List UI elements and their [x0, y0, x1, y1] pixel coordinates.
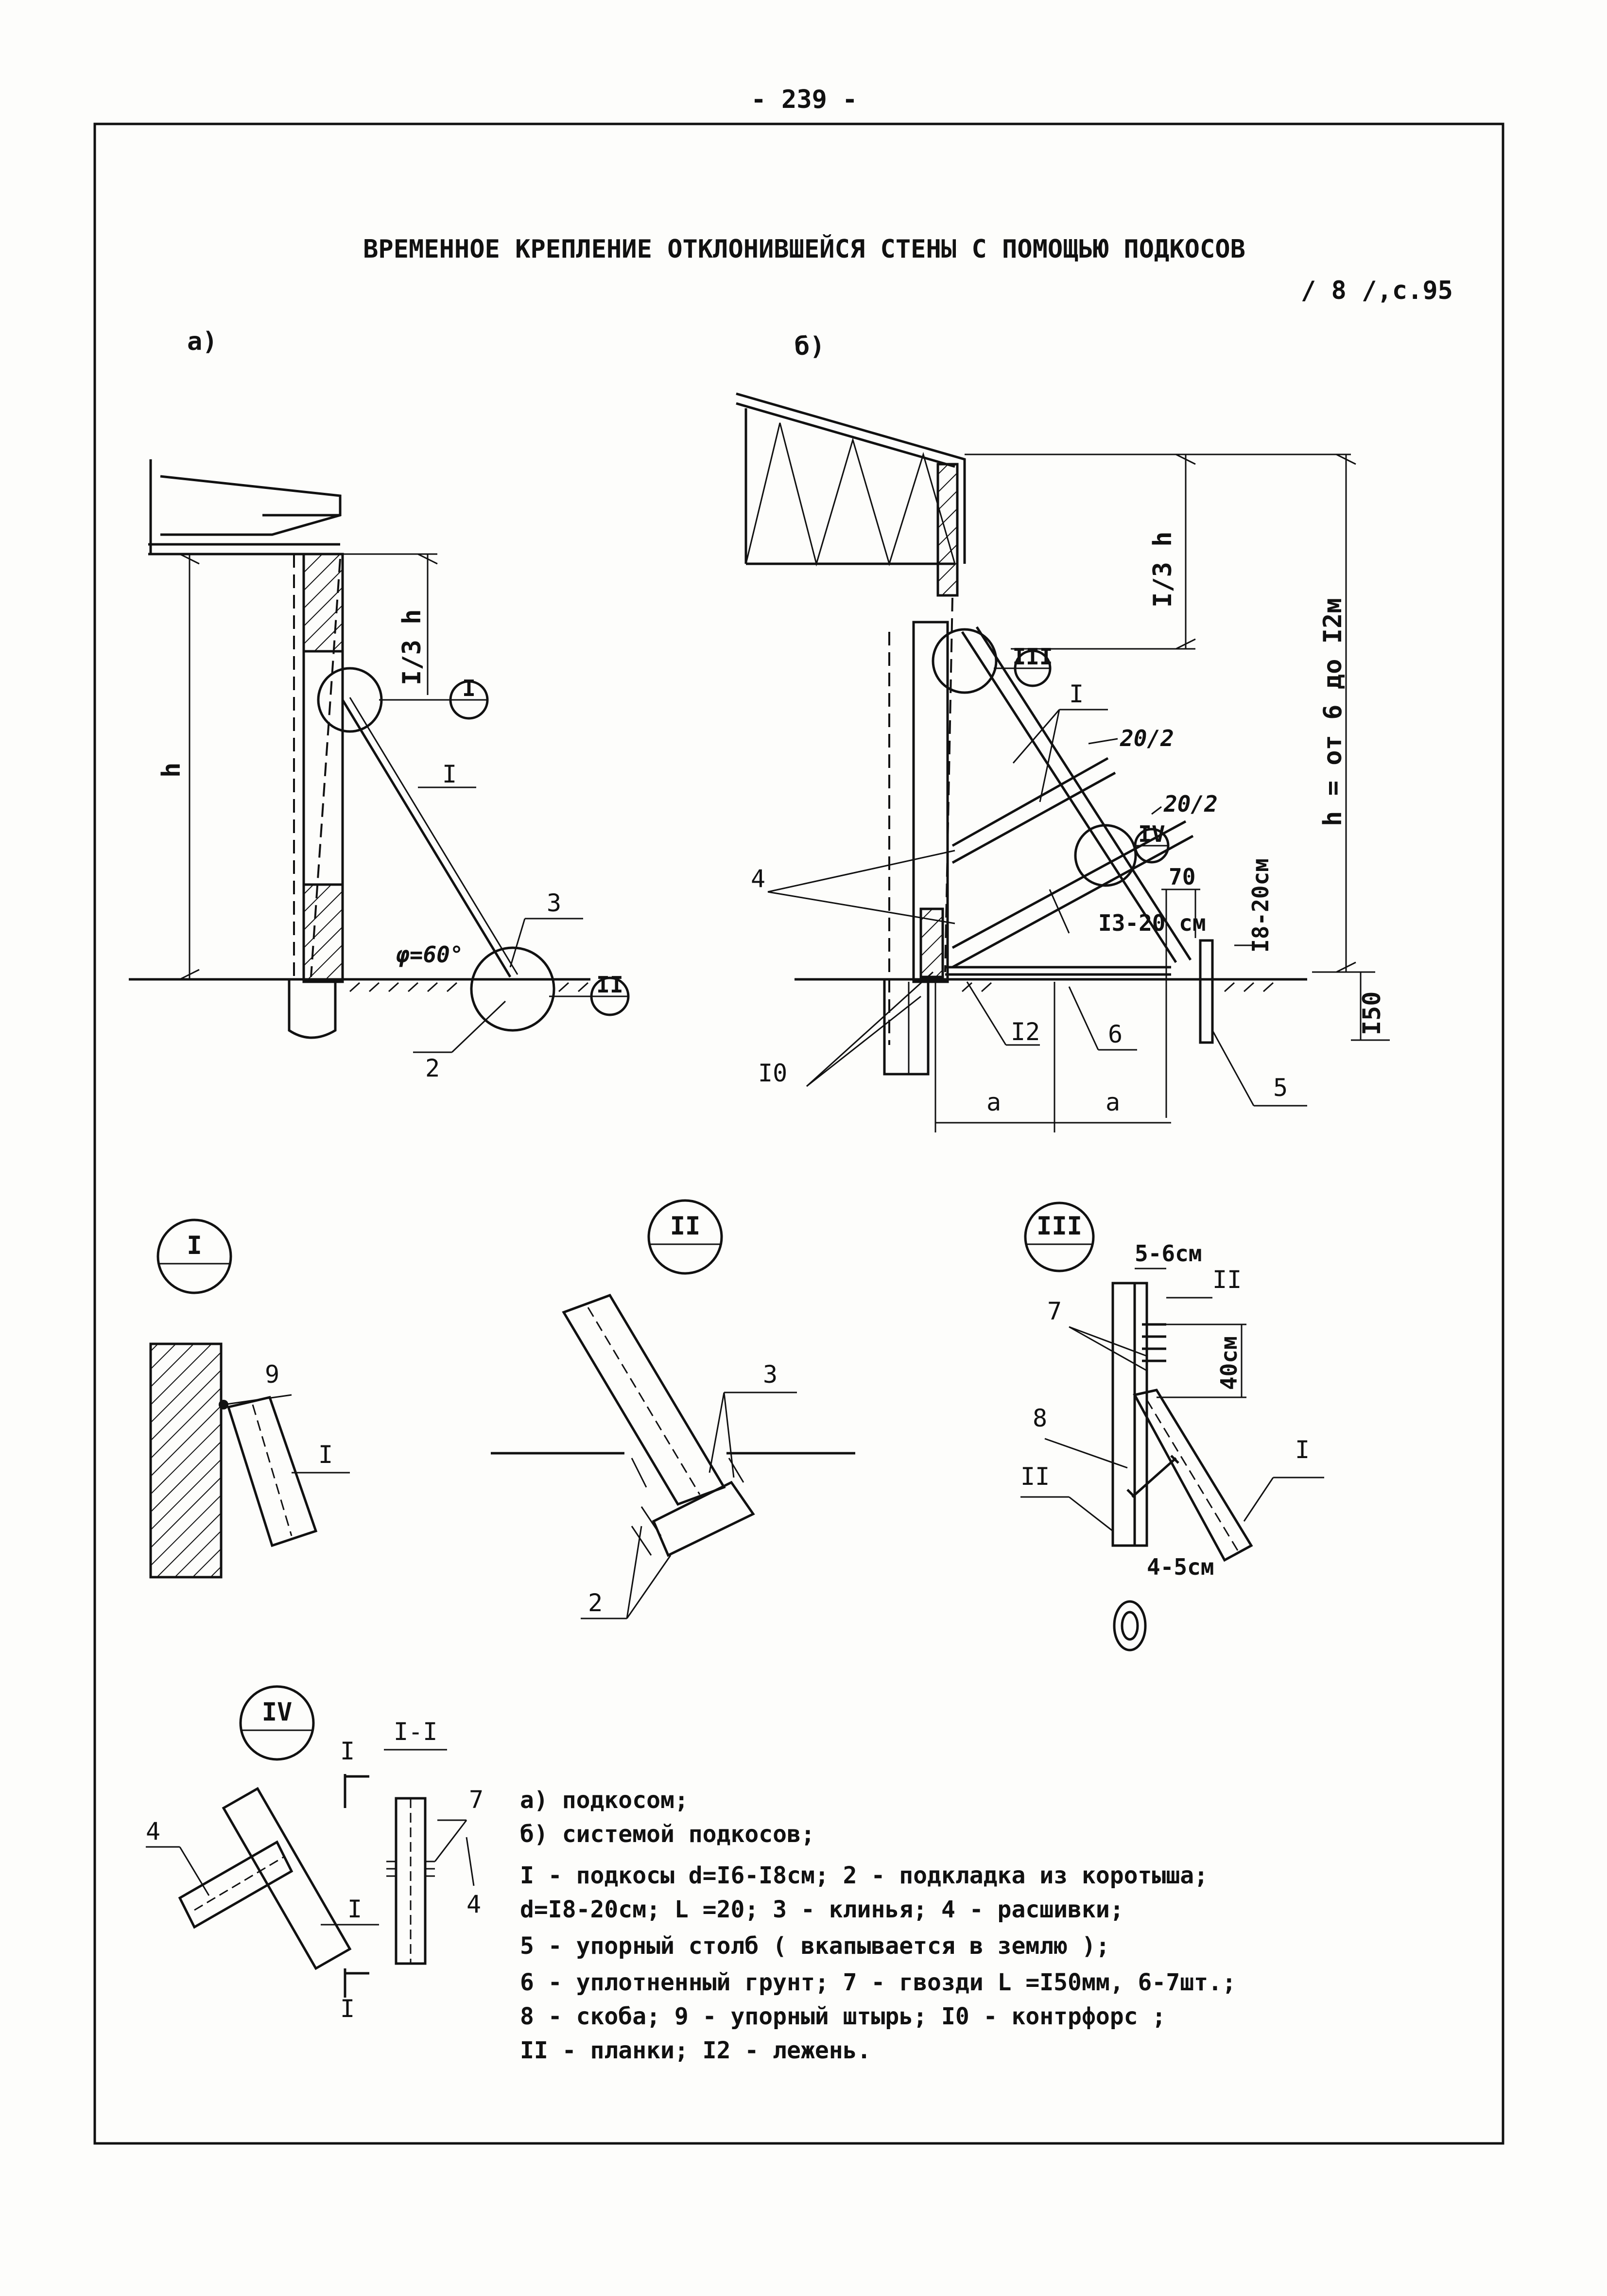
fig-b-dim-70: 70: [1169, 864, 1195, 890]
legend-line-4: d=I8-20см; L =20; 3 - клинья; 4 - расшив…: [520, 1896, 1124, 1923]
detail-III-dim-4-5: 4-5см: [1147, 1554, 1214, 1580]
detail-I: I 9 I: [149, 1218, 350, 1579]
legend-line-1: а) подкосом;: [520, 1787, 689, 1814]
fig-b-node-IV: IV: [1138, 821, 1165, 847]
fig-b-callout-10: I0: [758, 1059, 787, 1087]
fig-b-callout-4: 4: [751, 865, 765, 893]
detail-IV-node: IV: [262, 1698, 293, 1727]
fig-a-callout-1: I: [442, 760, 457, 788]
fig-b-third-h: I/3 h: [1148, 531, 1177, 608]
sheet-frame: [93, 122, 1504, 2145]
fig-a-callout-3: 3: [547, 889, 561, 917]
detail-II-callout-2: 2: [588, 1589, 603, 1617]
detail-II: II 3 2: [491, 1199, 855, 1619]
legend-line-2: б) системой подкосов;: [520, 1821, 815, 1848]
detail-III-callout-II-bottom: II: [1020, 1462, 1050, 1491]
drawing-title: ВРЕМЕННОЕ КРЕПЛЕНИЕ ОТКЛОНИВШЕЙСЯ СТЕНЫ …: [363, 234, 1245, 264]
detail-IV-section-mark-bottom: I: [340, 1995, 355, 2023]
detail-I-callout-I: I: [318, 1441, 333, 1469]
fig-b-dim-20-2-top: 20/2: [1120, 725, 1174, 751]
detail-IV-section-mark-top: I: [340, 1737, 355, 1765]
figure-b: б) III: [736, 332, 1390, 1132]
detail-III-dim-40: 40см: [1216, 1336, 1242, 1390]
legend: а) подкосом; б) системой подкосов; I - п…: [520, 1787, 1236, 2064]
detail-III-callout-I: I: [1295, 1436, 1310, 1464]
detail-III-callout-II-top: II: [1212, 1266, 1242, 1294]
figure-a: а) h I/3 h I: [129, 327, 630, 1082]
fig-a-third-h: I/3 h: [397, 609, 427, 685]
detail-IV-section-title: I-I: [394, 1718, 437, 1746]
fig-b-callout-6: 6: [1108, 1020, 1123, 1048]
detail-III: III 5-6см 40см II 7 8 II I 4-5см: [1020, 1201, 1324, 1652]
fig-b-callout-I: I: [1069, 680, 1084, 708]
detail-IV: IV 4 I I-I I I 7 4: [146, 1685, 484, 2023]
detail-II-node: II: [670, 1212, 701, 1241]
legend-line-7: 8 - скоба; 9 - упорный штырь; I0 - контр…: [520, 2003, 1166, 2030]
detail-II-callout-3: 3: [763, 1360, 778, 1389]
fig-b-dim-150: I50: [1358, 991, 1386, 1035]
fig-a-callout-2: 2: [425, 1054, 440, 1082]
detail-IV-callout-I: I: [347, 1895, 362, 1923]
fig-b-spacing-a2: а: [1106, 1088, 1120, 1116]
detail-IV-callout-4b: 4: [467, 1890, 481, 1918]
figure-b-label: б): [795, 332, 825, 361]
detail-III-dim-5-6: 5-6см: [1135, 1240, 1202, 1267]
fig-b-dim-20-2-bottom: 20/2: [1163, 791, 1218, 817]
detail-IV-callout-4: 4: [146, 1817, 160, 1845]
legend-line-8: II - планки; I2 - лежень.: [520, 2037, 871, 2064]
fig-b-height-range: h = от 6 до I2м: [1318, 598, 1348, 826]
detail-I-callout-9: 9: [265, 1360, 279, 1389]
fig-b-spacing-a1: а: [986, 1088, 1001, 1116]
fig-a-node-I: I: [462, 675, 476, 701]
page-number: - 239 -: [751, 85, 857, 114]
detail-III-callout-7: 7: [1047, 1297, 1062, 1325]
figure-a-label: а): [187, 327, 218, 356]
detail-III-node: III: [1037, 1212, 1082, 1241]
fig-b-callout-12: I2: [1011, 1018, 1040, 1046]
legend-line-6: 6 - уплотненный грунт; 7 - гвозди L =I50…: [520, 1969, 1236, 1996]
fig-b-callout-5: 5: [1273, 1074, 1288, 1102]
legend-line-3: I - подкосы d=I6-I8см; 2 - подкладка из …: [520, 1862, 1208, 1889]
fig-b-dim-13-20: I3-20 см: [1098, 910, 1206, 936]
fig-b-dim-18-20: I8-20см: [1247, 858, 1274, 953]
fig-a-h-label: h: [157, 763, 186, 778]
detail-I-node: I: [187, 1231, 202, 1260]
fig-b-node-III: III: [1012, 644, 1053, 670]
legend-line-5: 5 - упорный столб ( вкапывается в землю …: [520, 1932, 1110, 1960]
detail-IV-callout-7: 7: [469, 1786, 484, 1814]
fig-a-angle: φ=60°: [396, 941, 463, 968]
source-reference: / 8 /,с.95: [1301, 276, 1453, 305]
fig-a-node-II: II: [596, 972, 623, 998]
detail-III-callout-8: 8: [1033, 1404, 1047, 1432]
